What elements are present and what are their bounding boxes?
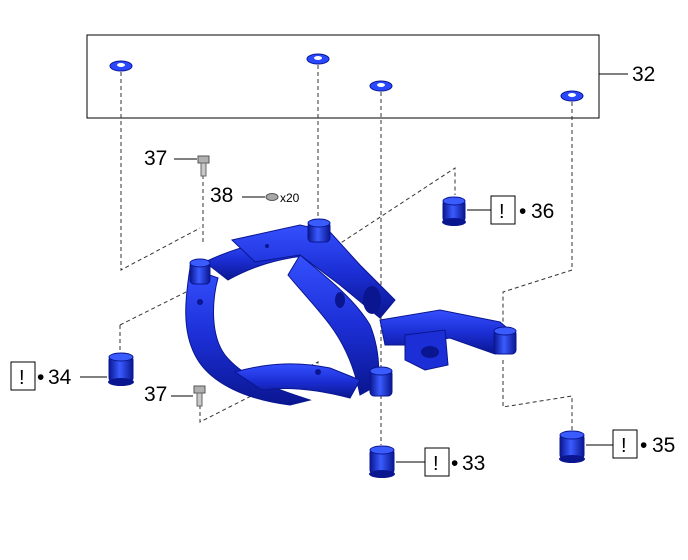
subframe-icon <box>185 218 517 406</box>
clip-icon <box>560 90 584 102</box>
quantity-38: x20 <box>280 191 300 205</box>
callout-35: 35 <box>652 434 675 457</box>
callout-32: 32 <box>632 63 655 86</box>
bolt-icon <box>193 385 206 407</box>
clip-icon <box>109 60 133 72</box>
group-box-32 <box>86 34 600 119</box>
caution-box-34 <box>10 361 36 391</box>
bullet-33: • <box>451 452 458 475</box>
clip-icon <box>306 53 330 65</box>
mount-bushing-33 <box>369 445 395 478</box>
callout-36: 36 <box>531 200 554 223</box>
caution-mark-icon: ! <box>499 201 505 223</box>
bullet-36: • <box>519 200 526 223</box>
mount-bushing-36 <box>442 196 466 226</box>
nut-icon <box>265 193 279 201</box>
caution-mark-icon: ! <box>433 453 439 475</box>
callout-37-bottom: 37 <box>144 383 167 406</box>
bullet-35: • <box>640 434 647 457</box>
callout-37-top: 37 <box>144 147 167 170</box>
bullet-34: • <box>37 366 44 389</box>
clip-icon <box>369 80 393 92</box>
callout-33: 33 <box>462 452 485 475</box>
callout-34: 34 <box>48 366 72 389</box>
caution-box-35 <box>612 429 638 459</box>
caution-box-33 <box>424 447 450 477</box>
bolt-icon <box>197 155 210 177</box>
callout-38: 38 <box>210 184 233 207</box>
caution-mark-icon: ! <box>19 367 25 389</box>
caution-mark-icon: ! <box>621 435 627 457</box>
mount-bushing-35 <box>559 430 585 463</box>
caution-box-36 <box>490 195 516 225</box>
mount-bushing-34 <box>108 352 134 386</box>
